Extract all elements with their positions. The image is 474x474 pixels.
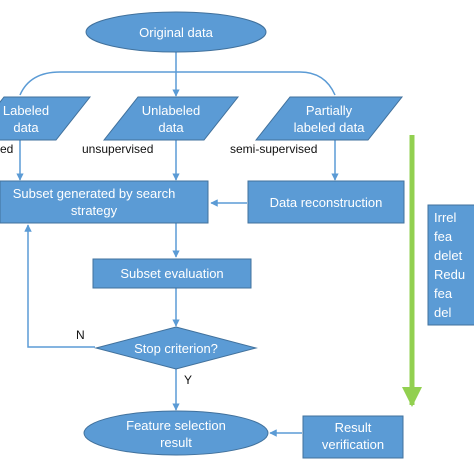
edge-label-supervised: ed [0, 142, 13, 156]
node-stop-criterion-label: Stop criterion? [134, 341, 218, 356]
node-stop-criterion: Stop criterion? [94, 326, 258, 370]
node-feature-selection-result: Feature selection result [83, 410, 269, 456]
edge-label-yes: Y [184, 373, 192, 387]
connectors [16, 52, 339, 437]
node-result-verification: Result verification [302, 415, 404, 459]
node-feature-selection-line2: result [160, 435, 192, 450]
node-data-reconstruction: Data reconstruction [247, 180, 405, 224]
node-feature-selection-line1: Feature selection [126, 418, 226, 433]
side-note-line2: fea [434, 229, 453, 244]
node-side-note: Irrel fea delet Redu fea del [427, 204, 474, 326]
node-subset-generation-line1: Subset generated by search [13, 186, 176, 201]
side-note-line1: Irrel [434, 210, 457, 225]
node-labeled-data-line2: data [13, 120, 39, 135]
node-labeled-data-line1: Labeled [3, 103, 49, 118]
node-unlabeled-data-line2: data [158, 120, 184, 135]
node-partially-labeled-line2: labeled data [294, 120, 366, 135]
side-note-line5: fea [434, 286, 453, 301]
node-subset-generation-line2: strategy [71, 203, 118, 218]
side-note-line6: del [434, 305, 451, 320]
node-result-verification-line1: Result [335, 420, 372, 435]
edge-label-no: N [76, 328, 85, 342]
side-note-line3: delet [434, 248, 463, 263]
node-labeled-data: Labeled data [0, 96, 92, 141]
node-result-verification-line2: verification [322, 437, 384, 452]
node-subset-evaluation-label: Subset evaluation [120, 266, 223, 281]
edge-label-unsupervised: unsupervised [82, 142, 153, 156]
node-original-data-label: Original data [139, 25, 213, 40]
node-unlabeled-data-line1: Unlabeled [142, 103, 201, 118]
node-subset-evaluation: Subset evaluation [92, 258, 252, 289]
node-partially-labeled-line1: Partially [306, 103, 353, 118]
node-subset-generation: Subset generated by search strategy [0, 180, 209, 224]
edge-label-semi-supervised: semi-supervised [230, 142, 317, 156]
node-original-data: Original data [85, 11, 267, 53]
edge-stop-loop-back [24, 224, 95, 348]
side-note-line4: Redu [434, 267, 465, 282]
node-data-reconstruction-label: Data reconstruction [270, 195, 383, 210]
node-partially-labeled-data: Partially labeled data [254, 96, 404, 141]
node-unlabeled-data: Unlabeled data [102, 96, 240, 141]
edge-split-bus [19, 71, 336, 96]
